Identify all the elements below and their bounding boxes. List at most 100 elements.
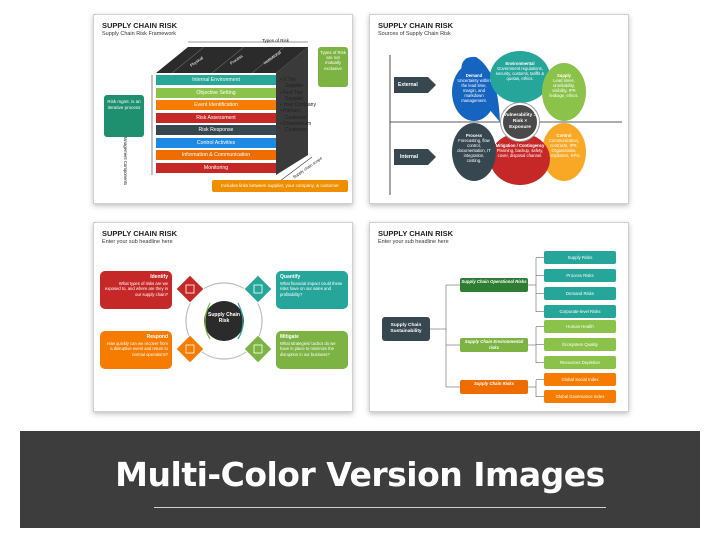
- tree-leaf: Resources Depletion: [544, 356, 616, 369]
- bullet-item: Customer: [280, 115, 316, 121]
- slide-subtitle: Sources of Supply Chain Risk: [378, 31, 451, 37]
- bullet-item: • Your Company: [280, 102, 316, 108]
- bullet-text: Downstream: [283, 121, 312, 128]
- tree-leaf: Supply Risks: [544, 251, 616, 264]
- cycle-item-title: Quantify: [280, 274, 301, 280]
- petal-title: Environmental: [505, 61, 535, 66]
- slide-subtitle: Supply Chain Risk Framework: [102, 31, 176, 37]
- center-circle: Vulnerability = Risk × Exposure: [501, 103, 539, 141]
- tree-leaf: Corporate-level Risks: [544, 305, 616, 318]
- cycle-center-label: Supply Chain Risk: [208, 312, 240, 324]
- slide-tree[interactable]: SUPPLY CHAIN RISK Enter your sub headlin…: [369, 222, 629, 412]
- cube-graphic: [151, 41, 313, 182]
- bullet-item: • Downstream: [280, 121, 316, 127]
- bullet-item: Supplier: [280, 96, 316, 102]
- cycle-diamond: [175, 334, 205, 364]
- cycle-item-text: What strategies/ tactics do we have in p…: [280, 341, 336, 357]
- tree-leaf: Global Governance Index: [544, 390, 616, 403]
- bullet-dot: •: [280, 89, 284, 96]
- tree-connectors: [430, 257, 544, 397]
- cycle-icon: [253, 344, 263, 354]
- tree-group: Supply Chain Operational Risks: [460, 278, 528, 292]
- tree-leaf: Demand Risks: [544, 287, 616, 300]
- slide-title: SUPPLY CHAIN RISK: [102, 229, 178, 238]
- cycle-item-title: Mitigate: [280, 334, 299, 340]
- tree-leaf: Human Health: [544, 320, 616, 333]
- bullet-text: Primary: [283, 108, 301, 115]
- slide-cycle[interactable]: SUPPLY CHAIN RISK Enter your sub headlin…: [93, 222, 353, 412]
- risk-mgmt-box: Risk mgmt. is an iterative process: [104, 95, 144, 137]
- cycle-diamond: [243, 334, 273, 364]
- slide-framework[interactable]: SUPPLY CHAIN RISK Supply Chain Risk Fram…: [93, 14, 353, 204]
- cycle-item-title: Identify: [150, 274, 168, 280]
- bullet-text: Supplier: [285, 83, 304, 90]
- petal-title: Supply: [557, 73, 571, 78]
- slide-sources[interactable]: SUPPLY CHAIN RISK Sources of Supply Chai…: [369, 14, 629, 204]
- footer-box: Includes links between supplier, your co…: [212, 180, 348, 192]
- bullet-item: • X Tier: [280, 77, 316, 83]
- bullet-text: Customer: [285, 114, 307, 121]
- bullet-dot: •: [280, 108, 284, 115]
- cycle-diamond: [175, 274, 205, 304]
- tree-leaf: Global Social Index: [544, 373, 616, 386]
- cycle-diamond: [243, 274, 273, 304]
- bullet-text: Your Company: [283, 102, 316, 109]
- bullet-text: Customer: [285, 127, 307, 134]
- tree-root: Supply Chain Sustainability: [382, 317, 430, 341]
- cycle-item-text: What financial impact could these risks …: [280, 281, 343, 297]
- bullet-dot: •: [280, 102, 284, 109]
- tree-leaf: Process Risks: [544, 269, 616, 282]
- cycle-item-text: How quickly can we recover from a disrup…: [106, 341, 168, 357]
- petal-text: Communication, contracts, IPR, Organizat…: [547, 138, 581, 158]
- slide-title: SUPPLY CHAIN RISK: [378, 21, 454, 30]
- slide-title: SUPPLY CHAIN RISK: [378, 229, 454, 238]
- tree-group: Supply Chain Environmental risks: [460, 338, 528, 352]
- bullet-text: First Tier: [283, 89, 303, 96]
- cycle-item-text: What types of risks are we exposed to, a…: [104, 281, 168, 297]
- cycle-icon: [185, 284, 195, 294]
- cycle-item-title: Respond: [146, 334, 168, 340]
- petal-title: Control: [556, 133, 572, 138]
- bullet-item: • Primary: [280, 108, 316, 114]
- bullet-item: Supplier: [280, 83, 316, 89]
- petal-text: Uncertainty within the lead time, margin…: [457, 78, 491, 103]
- cycle-icon: [253, 284, 263, 294]
- cycle-graphic: [175, 274, 273, 364]
- framework-layer: Event Identification: [156, 100, 276, 110]
- slide-subtitle: Enter your sub headline here: [378, 239, 449, 245]
- types-of-risk-label: Types of Risk: [262, 38, 290, 43]
- framework-layer: Control Activities: [156, 137, 276, 148]
- petal-title: Demand: [465, 73, 483, 78]
- bullet-text: X Tier: [283, 77, 297, 83]
- bullet-item: • First Tier: [280, 90, 316, 96]
- external-label: External: [398, 82, 418, 88]
- bullet-dot: •: [280, 77, 284, 83]
- cycle-icon: [185, 344, 195, 354]
- petal-title: Mitigation / Contingency: [495, 143, 545, 148]
- petal-text: Forecasting, flow control, documentation…: [457, 138, 491, 163]
- petal-text: Planning, backup, safety, cover, disposa…: [496, 148, 544, 158]
- slide-subtitle: Enter your sub headline here: [102, 239, 173, 245]
- bullet-item: Customer: [280, 127, 316, 133]
- banner-divider: [154, 507, 606, 508]
- internal-label: Internal: [400, 154, 419, 160]
- banner: Multi-Color Version Images: [20, 431, 700, 528]
- tree-leaf: Ecosystem Quality: [544, 338, 616, 351]
- framework-layer: Information & Communication: [156, 150, 276, 160]
- framework-layer: Monitoring: [156, 162, 276, 173]
- petal-title: Process: [465, 133, 483, 138]
- types-box: Types of Risk are not mutually exclusive: [318, 47, 348, 87]
- petal-text: Lead times, unreliability, visibility, I…: [549, 78, 579, 98]
- bullet-text: Supplier: [285, 95, 304, 102]
